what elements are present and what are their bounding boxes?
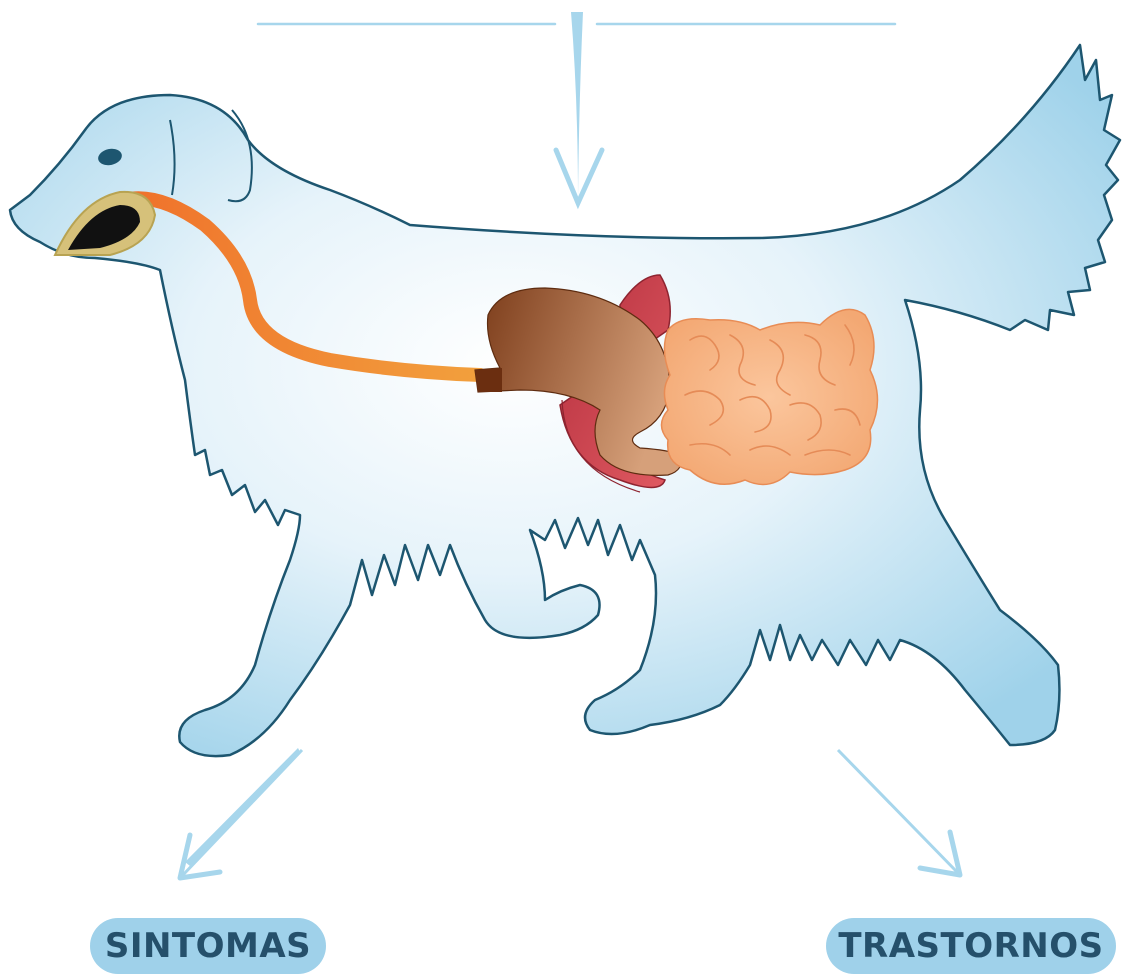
dog-silhouette-icon: [10, 45, 1120, 756]
symptoms-label: SINTOMAS: [90, 918, 326, 974]
down-left-arrow-icon: [180, 748, 302, 878]
down-right-arrow-icon: [838, 750, 960, 875]
disorders-label: TRASTORNOS: [826, 918, 1116, 974]
intestine-icon: [662, 309, 878, 484]
down-arrow-icon: [258, 12, 895, 203]
